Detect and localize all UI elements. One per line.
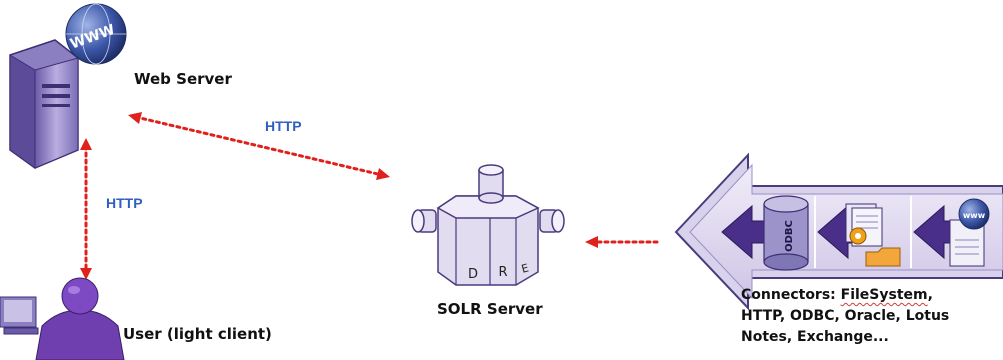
odbc-label: ODBC — [784, 220, 795, 252]
filesystem-connector-icon — [817, 203, 901, 267]
dre-letter-d: D — [468, 267, 478, 282]
dre-letter-r: R — [498, 265, 507, 280]
connectors-line2: HTTP, ODBC, Oracle, Lotus — [741, 308, 950, 324]
edge-web-user — [80, 138, 92, 280]
dre-letter-e: E — [520, 261, 530, 275]
edge-connectors-solr — [585, 236, 662, 248]
http-label-web-user: HTTP — [106, 195, 143, 211]
connectors-filesystem: FileSystem — [840, 287, 928, 303]
globe-icon: WWW — [65, 3, 127, 65]
connectors-line3: Notes, Exchange... — [741, 329, 889, 345]
www-connector-icon: www — [913, 198, 990, 267]
connectors-line1-suffix: , — [927, 287, 933, 303]
connectors-label: Connectors: FileSystem, HTTP, ODBC, Oracl… — [741, 285, 1003, 348]
connectors-prefix: Connectors: — [741, 287, 841, 303]
www-connector-text: www — [963, 211, 986, 220]
odbc-connector-icon: ODBC — [721, 195, 809, 271]
web-server-icon — [9, 39, 79, 169]
web-server-label: Web Server — [134, 70, 232, 88]
solr-server-label: SOLR Server — [437, 300, 543, 318]
edge-web-solr — [128, 112, 390, 180]
user-icon — [0, 277, 125, 360]
http-label-web-solr: HTTP — [265, 118, 302, 134]
user-label: User (light client) — [123, 325, 272, 343]
solr-server-icon: D R E — [411, 164, 565, 286]
